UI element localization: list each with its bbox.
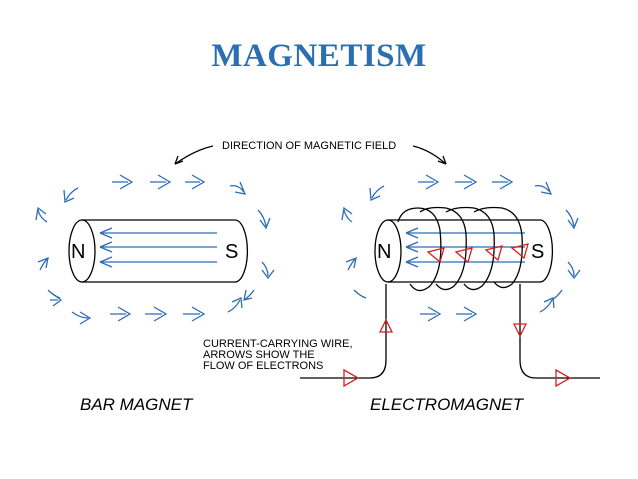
electromagnet: N S (374, 206, 554, 292)
bar-internal-field-lines (99, 227, 217, 268)
wire-label-line3: FLOW OF ELECTRONS (203, 360, 323, 372)
field-pointer-right (412, 145, 447, 165)
bar-south-pole: S (225, 241, 238, 263)
field-pointer-left (174, 145, 214, 165)
field-direction-label: DIRECTION OF MAGNETIC FIELD (222, 140, 396, 152)
electro-internal-field-lines (405, 227, 525, 268)
wire-label-line1: CURRENT-CARRYING WIRE, (203, 338, 353, 350)
coil-current-arrows (426, 243, 529, 264)
current-wire (300, 284, 600, 379)
electro-field-arrows-top (369, 174, 553, 201)
wire-current-arrows (343, 318, 572, 388)
page-title: MAGNETISM (211, 38, 427, 74)
bar-field-arrows-bottom (71, 297, 243, 325)
coil-windings (397, 206, 523, 292)
electro-south-pole: S (531, 241, 544, 263)
bar-magnet: N S (68, 219, 249, 283)
bar-north-pole: N (71, 241, 85, 263)
wire-label-line2: ARROWS SHOW THE (203, 349, 315, 361)
electro-north-pole: N (377, 241, 391, 263)
electro-field-arrows-left (341, 206, 367, 299)
bar-field-arrows-top (63, 174, 247, 203)
electromagnet-caption: ELECTROMAGNET (370, 395, 525, 414)
electro-field-arrows-right (551, 209, 581, 301)
bar-field-arrows-left (35, 206, 63, 307)
electro-field-arrows-bottom (420, 297, 555, 322)
bar-magnet-caption: BAR MAGNET (80, 395, 194, 414)
bar-field-arrows-right (243, 209, 275, 301)
